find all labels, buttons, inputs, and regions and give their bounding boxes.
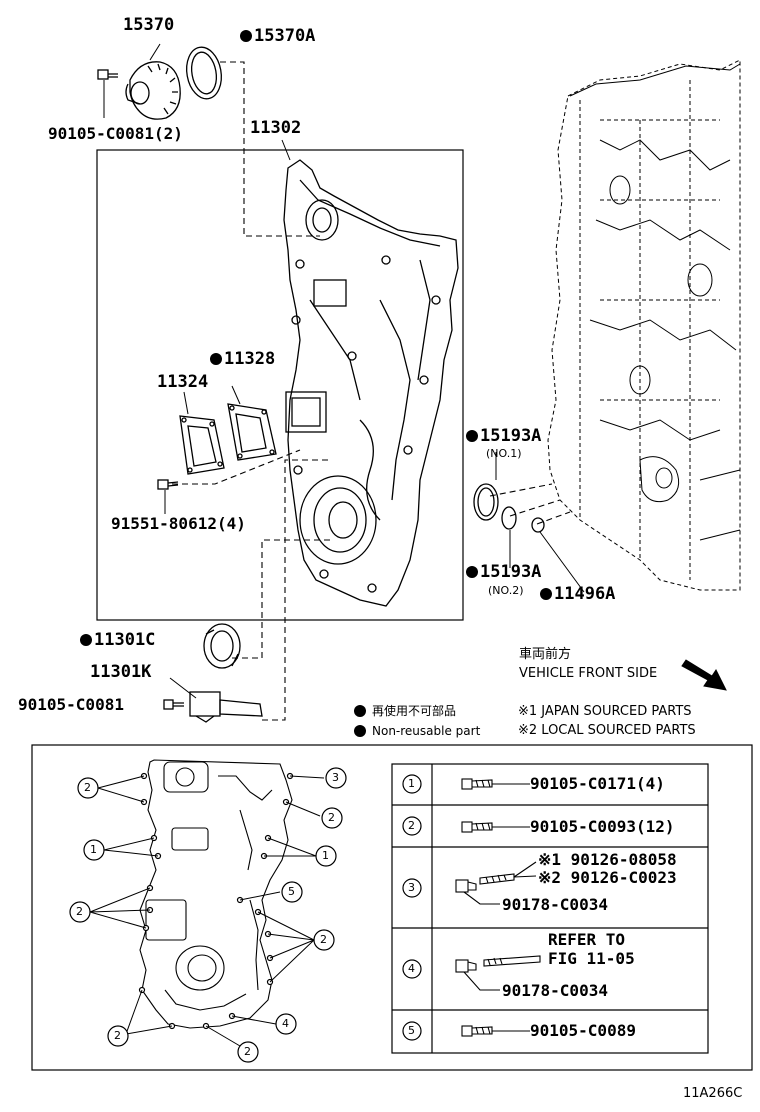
callout-3: 3 <box>332 771 339 784</box>
nonreusable-dot-icon <box>354 705 366 717</box>
legend-nonreusable-en-text: Non-reusable part <box>372 724 481 738</box>
nonreusable-dot-icon <box>240 30 252 42</box>
table-row-num: 1 <box>408 777 415 790</box>
front-arrow <box>681 659 727 691</box>
cover-front-view <box>139 759 293 1029</box>
table-row-part: 90105-C0089 <box>530 1021 636 1040</box>
label-11328-text: 11328 <box>224 349 276 369</box>
bolt-icons <box>455 778 541 1037</box>
nonreusable-dot-icon <box>354 725 366 737</box>
label-15370a-text: 15370A <box>254 26 316 46</box>
nonreusable-dot-icon <box>80 634 92 646</box>
legend-nonreusable-jp-text: 再使用不可部品 <box>372 704 457 718</box>
table-row-part: ※1 90126-08058 <box>538 850 677 869</box>
callout-2: 2 <box>114 1029 121 1042</box>
o-ring-15193a-no2 <box>501 506 517 530</box>
cover-plate-11324 <box>179 415 225 475</box>
legend-nonreusable-jp: 再使用不可部品 <box>354 705 456 717</box>
table-row-num: 4 <box>408 962 415 975</box>
o-ring-11496a <box>531 517 545 533</box>
table-row-num: 3 <box>408 881 415 894</box>
direction-en: VEHICLE FRONT SIDE <box>519 666 658 681</box>
figure-code: 11A266C <box>683 1086 743 1101</box>
callout-circles <box>69 767 347 1063</box>
o-ring-15370a <box>186 46 222 100</box>
label-90105-c0081: 90105-C0081 <box>18 695 124 714</box>
legend-japan-sourced: ※1 JAPAN SOURCED PARTS <box>518 704 692 719</box>
label-11328: 11328 <box>210 351 275 368</box>
table-row-part: ※2 90126-C0023 <box>538 868 677 887</box>
legend-local-sourced: ※2 LOCAL SOURCED PARTS <box>518 723 696 738</box>
sensor-bolt <box>163 699 184 710</box>
sensor-11301k <box>189 691 263 723</box>
table-row-num: 5 <box>408 1024 415 1037</box>
callout-2: 2 <box>244 1045 251 1058</box>
direction-jp: 車両前方 <box>519 647 572 662</box>
callout-2: 2 <box>320 933 327 946</box>
label-90105-c0081-2: 90105-C0081(2) <box>48 124 183 143</box>
label-15370a: 15370A <box>240 28 315 45</box>
gasket-11328 <box>227 403 277 461</box>
nonreusable-dot-icon <box>466 430 478 442</box>
timing-cover <box>283 159 459 607</box>
bolt-table-grid <box>391 763 709 1054</box>
label-15370: 15370 <box>123 15 175 35</box>
water-pump <box>125 61 181 120</box>
table-row-num: 2 <box>408 819 415 832</box>
oil-seal <box>203 623 241 669</box>
table-row-part: 90178-C0034 <box>502 981 608 1000</box>
nonreusable-dot-icon <box>540 588 552 600</box>
legend-nonreusable-en: Non-reusable part <box>354 725 480 737</box>
label-11301c-text: 11301C <box>94 630 156 650</box>
label-11302: 11302 <box>250 118 302 138</box>
label-91551: 91551-80612(4) <box>111 514 246 533</box>
engine-block <box>547 59 741 591</box>
label-15193a-no2-text: 15193A <box>480 562 542 582</box>
lower-panel <box>31 744 753 1071</box>
label-15193a-no2: 15193A <box>466 564 541 581</box>
nonreusable-dot-icon <box>466 566 478 578</box>
label-15193a-no1-text: 15193A <box>480 426 542 446</box>
table-row-part: REFER TO <box>548 930 626 949</box>
label-11496a-text: 11496A <box>554 584 616 604</box>
table-row-part: FIG 11-05 <box>548 949 635 968</box>
callout-5: 5 <box>288 885 295 898</box>
label-11301c: 11301C <box>80 632 155 649</box>
label-11324: 11324 <box>157 372 209 392</box>
callout-2: 2 <box>328 811 335 824</box>
table-row-part: 90105-C0093(12) <box>530 817 675 836</box>
callout-1: 1 <box>90 843 97 856</box>
table-row-part: 90178-C0034 <box>502 895 608 914</box>
callout-1: 1 <box>322 849 329 862</box>
callout-2: 2 <box>84 781 91 794</box>
callout-2: 2 <box>76 905 83 918</box>
o-ring-15193a-no1 <box>473 483 499 521</box>
label-no2: (NO.2) <box>488 584 524 597</box>
label-11301k: 11301K <box>90 662 152 682</box>
assembly-box <box>96 149 464 621</box>
label-11496a: 11496A <box>540 586 615 603</box>
table-row-part: 90105-C0171(4) <box>530 774 665 793</box>
nonreusable-dot-icon <box>210 353 222 365</box>
cover-plate-bolt <box>157 479 179 490</box>
callout-leaders <box>89 775 325 1047</box>
pump-bolt <box>97 69 118 80</box>
label-no1: (NO.1) <box>486 447 522 460</box>
callout-4: 4 <box>282 1017 289 1030</box>
label-15193a-no1: 15193A <box>466 428 541 445</box>
